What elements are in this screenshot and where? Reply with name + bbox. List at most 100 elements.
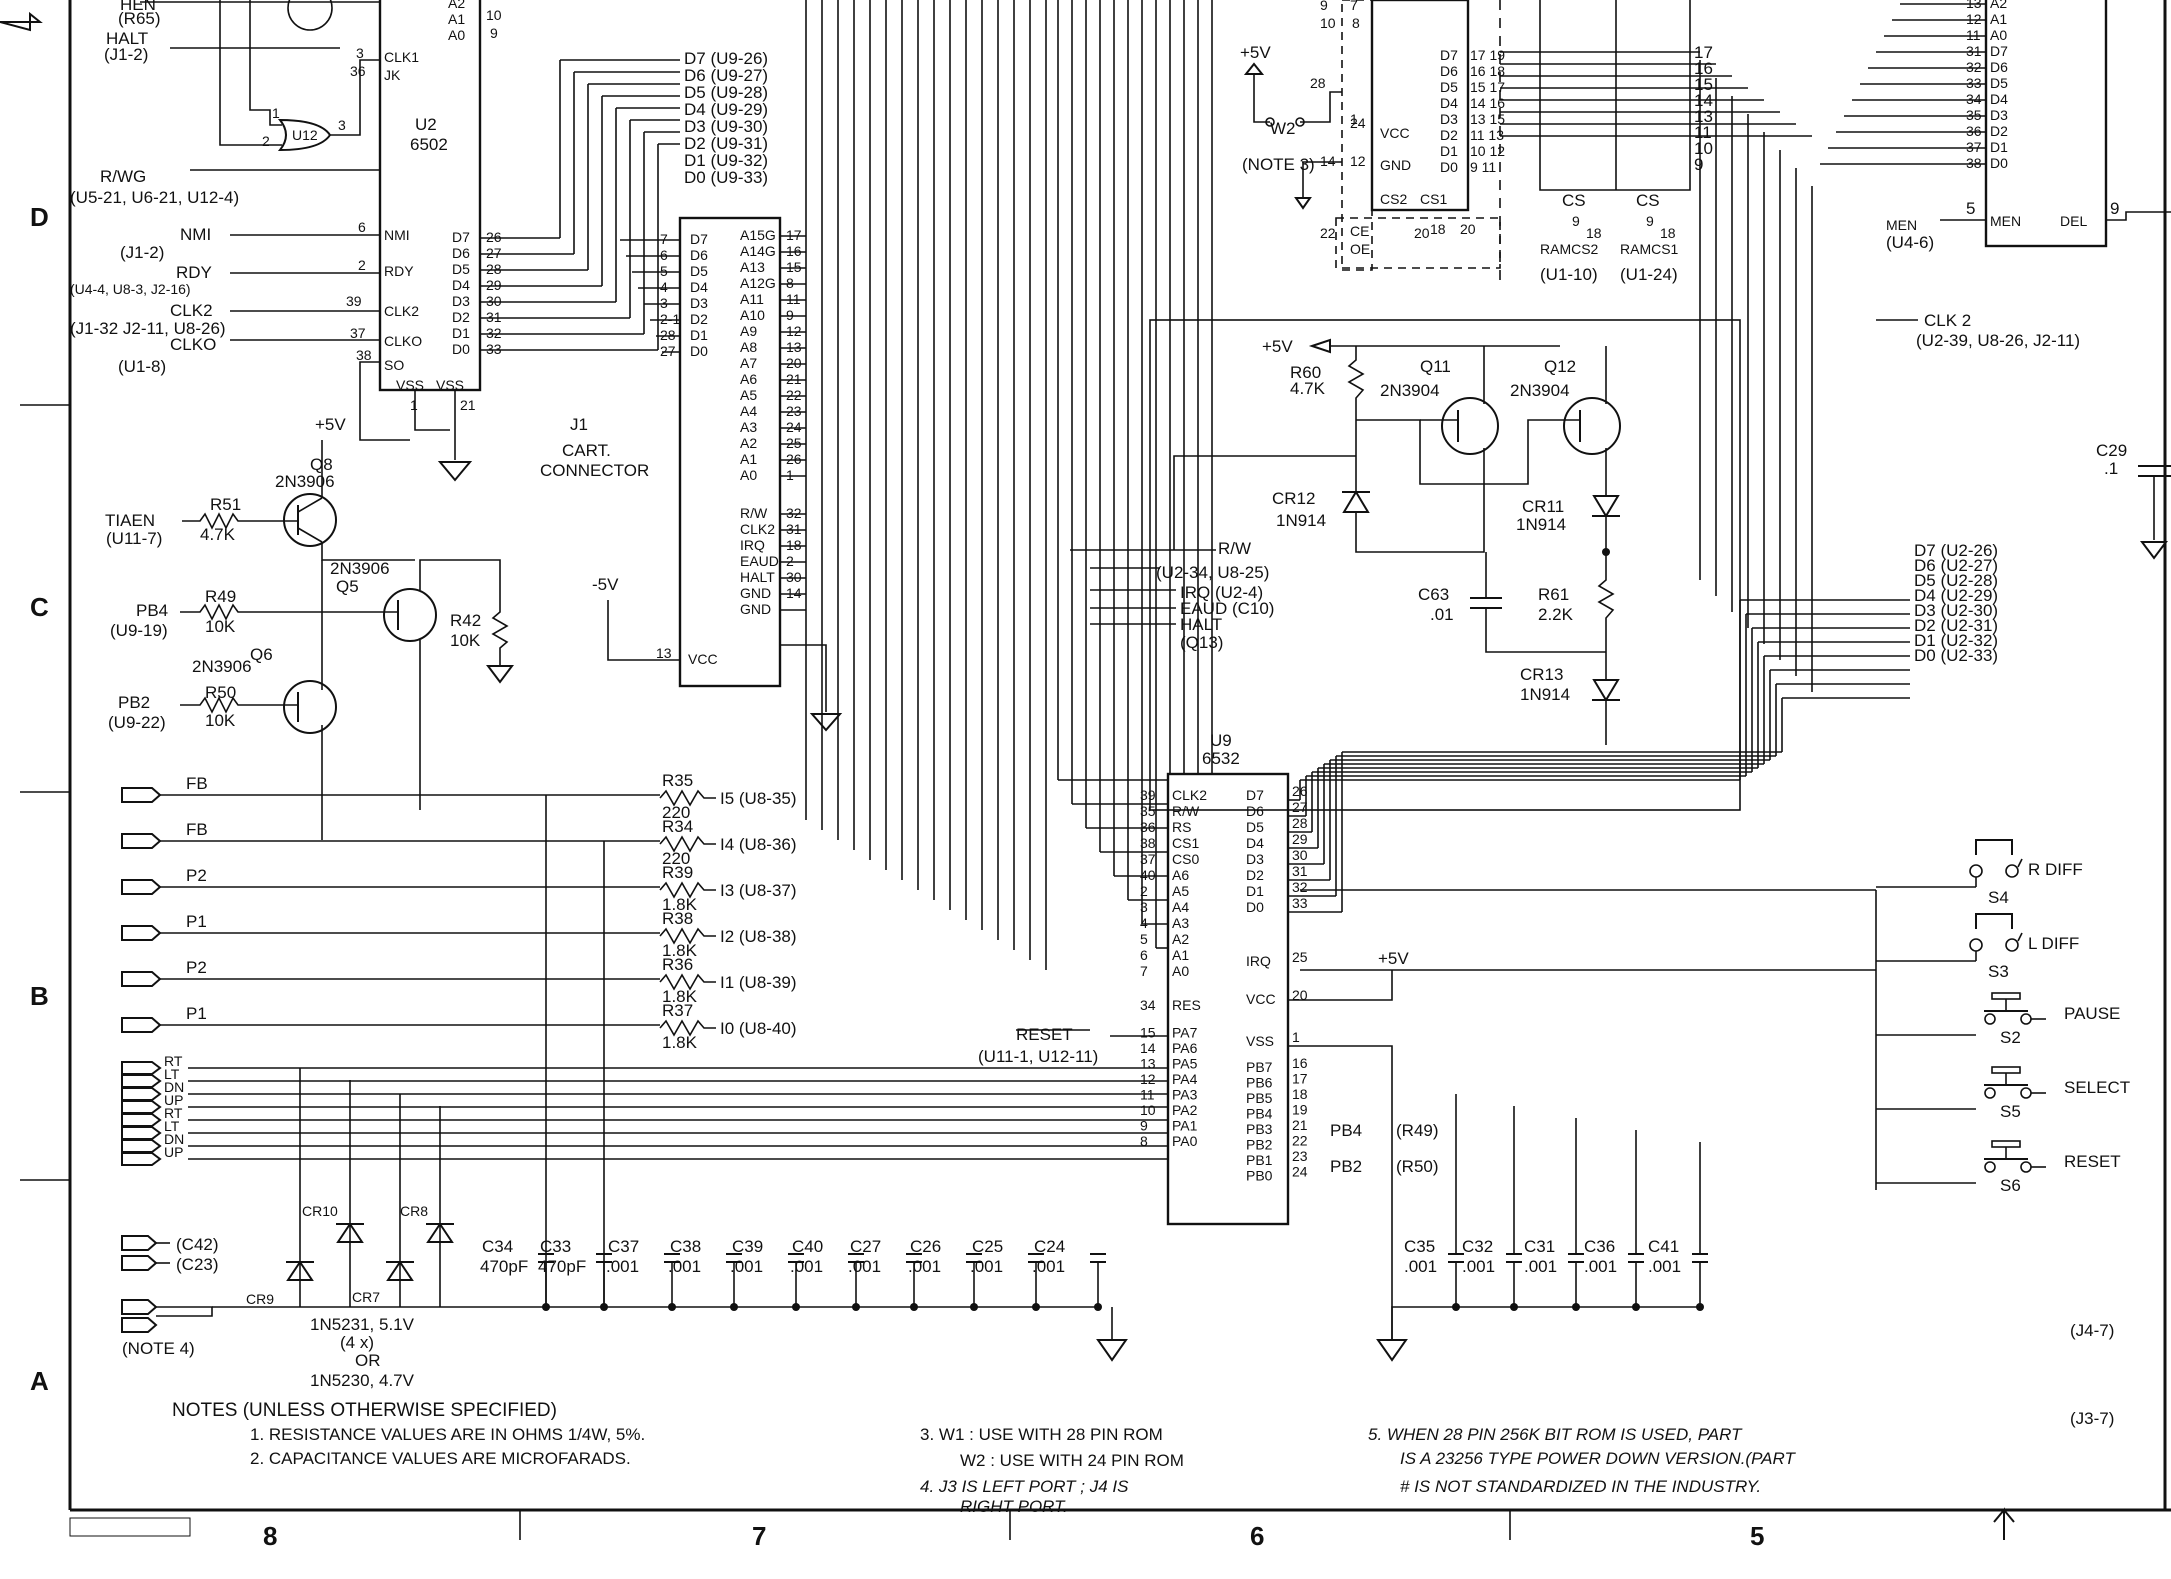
zone-row-b: B	[30, 981, 49, 1011]
j1-right-num-17: 31	[786, 521, 802, 537]
u9-right-num-0: 26	[1292, 783, 1308, 799]
u9-left-num-14: 14	[1140, 1040, 1156, 1056]
u9-right-num-9: 20	[1292, 987, 1308, 1003]
joy-input-j4-4: RT	[121, 1105, 1168, 1127]
u9-left-pin-11: A0	[1172, 963, 1189, 979]
u9-right-num-13: 18	[1292, 1086, 1308, 1102]
u12-label: U12	[292, 127, 318, 143]
u2-data-num-7: 33	[486, 341, 502, 357]
cr13-part: 1N914	[1520, 685, 1570, 704]
nmi-ref: (J1-2)	[120, 243, 164, 262]
arrow-left-icon	[1308, 338, 1331, 354]
port-input-j3-6: FB	[121, 820, 660, 849]
u9-riot-chip: U9 6532 CLK239R/W35RS36CS138CS037A640A52…	[1140, 731, 1439, 1340]
right-chip-num-6: 34	[1966, 91, 1982, 107]
u2-num-37: 37	[350, 325, 366, 341]
rom-pin-14: 14	[1320, 153, 1336, 169]
j1-pin-gnd: GND	[740, 585, 771, 601]
zone-row-a: A	[30, 1366, 49, 1396]
j1-pin-a7: A7	[740, 355, 757, 371]
capacitor-c39: C39.001	[730, 1237, 804, 1311]
switch-label-2: PAUSE	[2064, 1004, 2120, 1023]
clk-supply: +5V	[1262, 337, 1293, 356]
u9-pb4-ref: (R49)	[1396, 1121, 1439, 1140]
cap-ref-3: C38	[670, 1237, 701, 1256]
hen-ref: (R65)	[118, 9, 161, 28]
right-chip-num-7: 35	[1966, 107, 1982, 123]
j1-right-num-5: 9	[786, 307, 794, 323]
capr-ref-2: C31	[1524, 1237, 1555, 1256]
rom-val-9: 9	[1320, 0, 1328, 13]
u9-left-num-0: 39	[1140, 787, 1156, 803]
cap-ref-4: C39	[732, 1237, 763, 1256]
rom-data-d4: D4	[1440, 95, 1458, 111]
j1-left-num-0: 7	[660, 231, 668, 247]
u9-right-num-11: 16	[1292, 1055, 1308, 1071]
u2-pin-d4: D4	[452, 277, 470, 293]
paddle-res-val-1: 220	[662, 849, 690, 868]
capacitor-c36: C36.001	[1584, 1130, 1644, 1311]
u12-gate: U12 1 2 3	[219, 0, 380, 152]
j1-pin-halt: HALT	[740, 569, 775, 585]
databus-u2-1: D6 (U2-27)	[1914, 556, 1998, 575]
u9-right-pin-6: D1	[1246, 883, 1264, 899]
sheet-frame	[0, 0, 2171, 1540]
r42-resistor: R42 10K	[419, 600, 514, 810]
capacitor-c35: C35.001	[1404, 1094, 1464, 1311]
u2-pin-d2: D2	[452, 309, 470, 325]
u9-right-num-18: 24	[1292, 1164, 1308, 1180]
paddle-res-ref-1: R34	[662, 817, 693, 836]
conn-j3-8	[121, 1317, 158, 1333]
r60-ref: R60	[1290, 363, 1321, 382]
u9-left-pin-19: PA1	[1172, 1118, 1198, 1134]
j1-right-num-2: 15	[786, 259, 802, 275]
capacitor-c41: C41.001	[1648, 1142, 1708, 1311]
rom-pin-28: 28	[1310, 75, 1326, 91]
cap-ref-5: C40	[792, 1237, 823, 1256]
q12-part: 2N3904	[1510, 381, 1570, 400]
rom-data-num-4: 13 15	[1470, 111, 1505, 127]
u9-pb2-ref: (R50)	[1396, 1157, 1439, 1176]
u2-data-num-6: 32	[486, 325, 502, 341]
arrow-up-rom-icon	[1243, 62, 1265, 75]
rdy-ref: (U4-4, U8-3, J2-16)	[70, 281, 191, 297]
reset-signal: RESET (U11-1, U12-11)	[978, 1025, 1168, 1066]
ram-pin-18b: 18	[1660, 225, 1676, 241]
conn-j3-7: (C23)	[121, 1255, 219, 1274]
right-chip-num-3: 31	[1966, 43, 1982, 59]
cap-val-5: .001	[790, 1257, 823, 1276]
zone-col-8: 8	[263, 1521, 277, 1551]
u2-cpu-chip: U2 6502 CLK1 JK NMI RDY CLK2 CLKO SO 3 3…	[346, 0, 680, 482]
rom-data-num-2: 15 17	[1470, 79, 1505, 95]
u9-left-num-12: 34	[1140, 997, 1156, 1013]
j1-desc2: CONNECTOR	[540, 461, 649, 480]
j1-pin-clk2: CLK2	[740, 521, 775, 537]
j1-left-num-7: 27	[660, 343, 676, 359]
hen-label: HEN	[120, 0, 156, 14]
ground-r42-icon	[486, 665, 514, 684]
ram-cs1: CS	[1636, 191, 1660, 210]
zone-col-6: 6	[1250, 1521, 1264, 1551]
j1-right-num-14: 26	[786, 451, 802, 467]
u2-num-39: 39	[346, 293, 362, 309]
u9-left-pin-16: PA4	[1172, 1071, 1198, 1087]
ram-num-5: 11	[1694, 123, 1712, 142]
u9-left-num-1: 35	[1140, 803, 1156, 819]
men-label: MEN	[1886, 217, 1917, 233]
men-ref: (U4-6)	[1886, 233, 1934, 252]
u2-pin-jk: JK	[384, 67, 401, 83]
right-chip-num-0: 13	[1966, 0, 1982, 11]
j3-7-right: (J3-7)	[2070, 1409, 2114, 1428]
ramcs2-ref: (U1-10)	[1540, 265, 1598, 284]
cap-ref-8: C25	[972, 1237, 1003, 1256]
c29-val: .1	[2104, 459, 2118, 478]
cr8-ref: CR8	[400, 1203, 428, 1219]
port-sig-0: FB	[186, 774, 208, 793]
u9-right-num-3: 29	[1292, 831, 1308, 847]
c29-capacitor: C29 .1	[2096, 441, 2171, 560]
